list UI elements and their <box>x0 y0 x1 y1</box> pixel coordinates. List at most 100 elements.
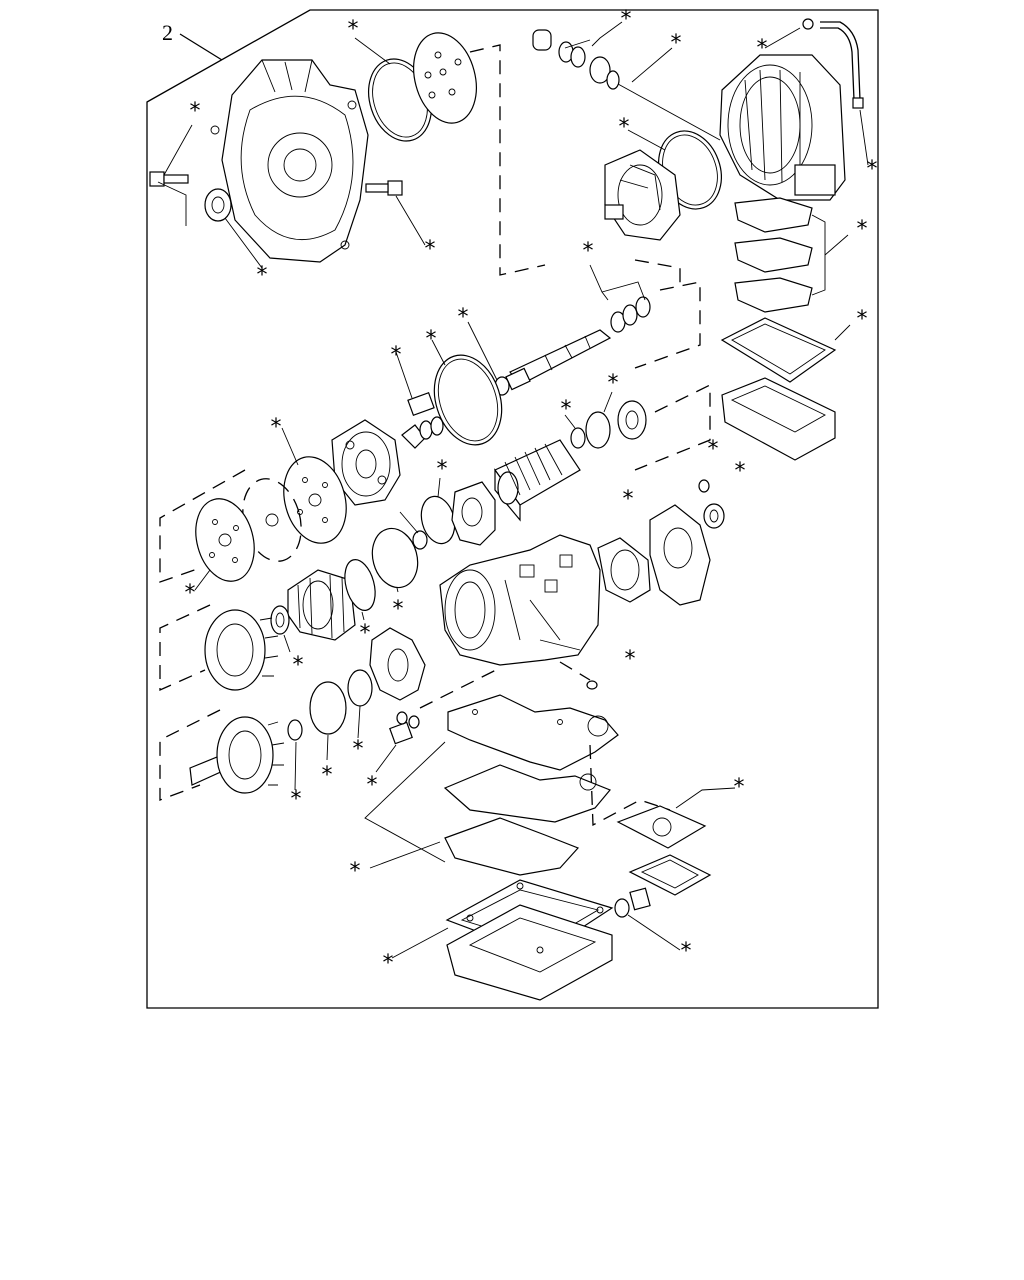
marker: * <box>360 621 371 646</box>
marker: * <box>425 237 436 262</box>
pump-body <box>604 149 681 241</box>
part-markers: * * * * * * * * * * * * * * * * * * * * … <box>185 7 878 976</box>
bearing-left <box>270 605 290 635</box>
leader-oil-pan <box>391 927 449 959</box>
leader-friction-upper <box>281 427 299 466</box>
marker: * <box>757 36 768 61</box>
filter-screen <box>628 854 712 896</box>
input-shaft <box>505 329 612 391</box>
marker: * <box>735 459 746 484</box>
extension-housing <box>649 504 711 606</box>
leader-o-ring-center <box>627 129 666 151</box>
marker: * <box>293 653 304 678</box>
valve-body-gasket-upper <box>447 694 619 771</box>
assembly-path-right <box>634 281 711 471</box>
marker: * <box>350 859 361 884</box>
steel-plate-dashed <box>242 478 302 562</box>
marker: * <box>458 305 469 330</box>
marker: * <box>185 581 196 606</box>
snap-ring-a <box>344 559 376 611</box>
marker: * <box>621 7 632 32</box>
transmission-case <box>439 534 601 666</box>
marker: * <box>426 327 437 352</box>
o-ring-extension <box>698 479 710 493</box>
friction-plate-lower <box>195 498 255 582</box>
assembly-path-left <box>159 469 246 801</box>
marker: * <box>708 437 719 462</box>
leader-gasket-set <box>364 741 446 869</box>
friction-plate-upper <box>283 456 347 544</box>
snap-ring-b <box>371 527 419 589</box>
marker: * <box>353 737 364 762</box>
clutch-hub-left <box>287 569 356 641</box>
assembly-path-case-right <box>559 661 591 681</box>
marker: * <box>190 99 201 124</box>
marker: * <box>623 487 634 512</box>
filter-cover-gasket <box>616 805 707 849</box>
marker: * <box>583 239 594 264</box>
leader-o-ring-small <box>467 321 498 381</box>
sleeve-and-rings <box>389 711 420 745</box>
marker: * <box>257 263 268 288</box>
splined-drum <box>494 439 581 522</box>
marker: * <box>734 775 745 800</box>
leader-lines-housing <box>157 124 426 269</box>
housing-bolt-left <box>149 171 189 187</box>
marker: * <box>383 951 394 976</box>
clutch-plate-top <box>413 32 477 124</box>
dipstick-tube <box>802 18 864 109</box>
marker: * <box>271 415 282 440</box>
bell-housing <box>210 59 369 263</box>
marker: * <box>857 307 868 332</box>
o-ring-small-b <box>570 427 586 449</box>
o-ring-medium-b <box>585 411 611 449</box>
callout-leader <box>179 33 223 61</box>
callout-number: 2 <box>162 20 173 45</box>
extension-gasket <box>597 537 651 603</box>
marker: * <box>291 787 302 812</box>
snap-ring-c <box>309 681 347 735</box>
large-o-ring-center-inner <box>437 358 499 442</box>
leader-clutch-top <box>354 37 391 65</box>
marker: * <box>322 763 333 788</box>
hub-gear <box>451 481 496 546</box>
marker: * <box>681 939 692 964</box>
valve-body-gasket-middle <box>443 764 611 823</box>
pan-gasket-right <box>720 317 851 383</box>
leader-lower-left <box>283 587 399 791</box>
marker: * <box>857 217 868 242</box>
bearing-right-center <box>617 400 647 440</box>
marker: * <box>619 115 630 140</box>
marker: * <box>437 457 448 482</box>
output-shaft-gear <box>189 716 285 794</box>
leader-rings-a <box>399 477 441 534</box>
marker: * <box>393 597 404 622</box>
retainer-and-washers <box>395 351 444 449</box>
drain-plug <box>614 887 651 918</box>
marker: * <box>561 397 572 422</box>
marker: * <box>367 773 378 798</box>
assembly-path-upper <box>469 44 681 288</box>
planetary-gear-left <box>204 609 279 691</box>
assembly-path-gasket <box>589 744 671 827</box>
extension-seal <box>703 503 725 529</box>
leader-converter <box>764 27 869 166</box>
oil-pan-right <box>721 377 836 461</box>
housing-bolt-right <box>365 180 403 196</box>
leader-rings-b <box>564 391 613 429</box>
marker: * <box>867 157 878 182</box>
shaft-bearings <box>589 264 651 333</box>
converter-housing <box>719 54 846 201</box>
o-ring-small-a <box>412 530 428 550</box>
marker: * <box>348 17 359 42</box>
assembly-path-case <box>419 667 501 709</box>
o-ring-output <box>287 719 303 741</box>
o-ring-case-plug <box>586 680 598 690</box>
marker: * <box>391 343 402 368</box>
leader-filter-cover <box>675 787 736 809</box>
leader-large-o-ring <box>431 339 446 366</box>
leader-bushings <box>564 21 721 141</box>
bushing-and-rings-top <box>532 29 620 90</box>
oil-pan-bottom <box>445 879 614 1001</box>
